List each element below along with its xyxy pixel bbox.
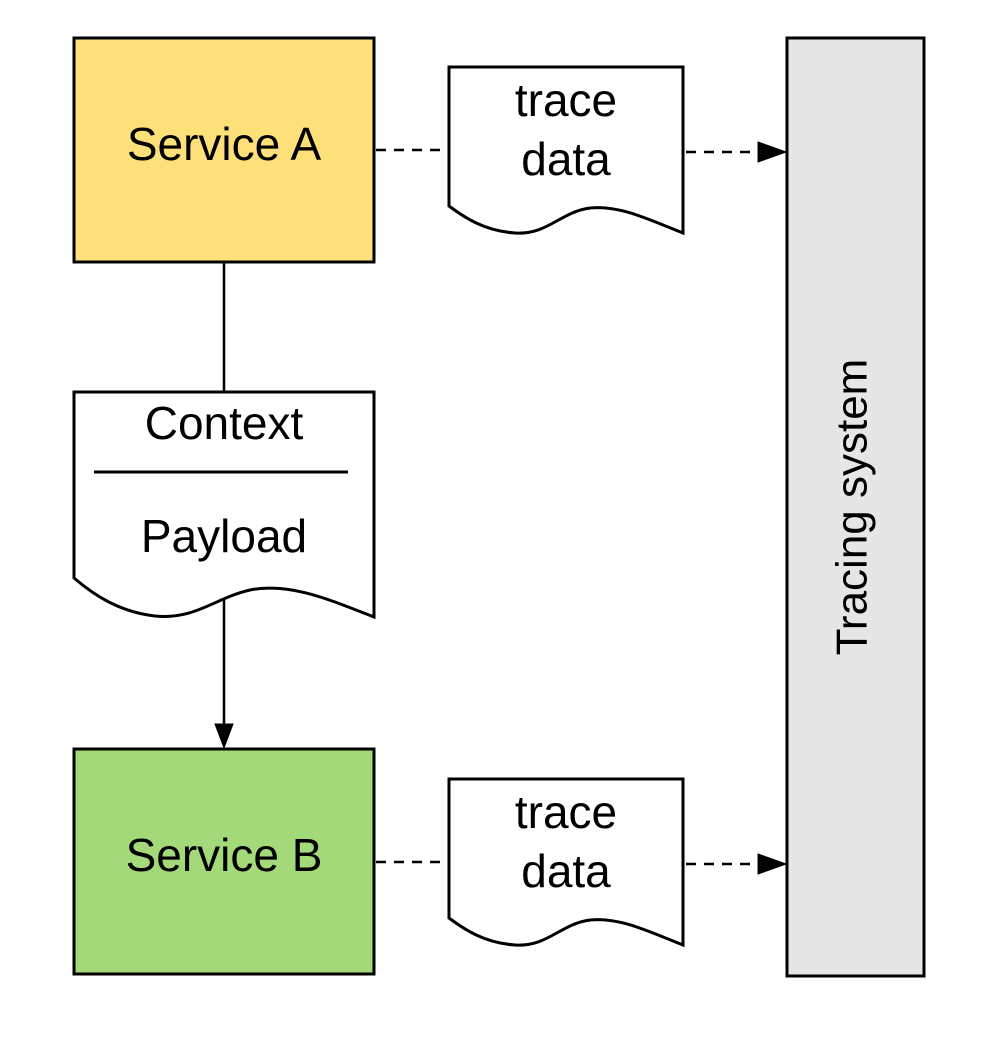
trace-data-bottom-line1: trace xyxy=(515,786,617,838)
trace-data-top-document: trace data xyxy=(447,65,685,236)
trace-top-to-tracing-system-arrowhead xyxy=(757,141,788,163)
tracing-system-box xyxy=(785,36,926,978)
trace-data-top-line2: data xyxy=(521,133,611,185)
service-a-node: Service A xyxy=(72,36,376,264)
message-document-shape xyxy=(72,390,376,620)
message-context-label: Context xyxy=(145,397,304,449)
trace-data-bottom-document: trace data xyxy=(447,777,685,948)
message-payload-label: Payload xyxy=(141,510,307,562)
message-to-service-b-arrowhead xyxy=(214,723,234,750)
tracing-system-node: Tracing system xyxy=(785,36,926,978)
service-b-node: Service B xyxy=(72,747,376,976)
service-a-label: Service A xyxy=(127,118,322,170)
trace-data-bottom-shape xyxy=(447,777,685,948)
message-document: Context Payload xyxy=(72,390,376,620)
service-a-box xyxy=(72,36,376,264)
trace-data-bottom-line2: data xyxy=(521,845,611,897)
trace-data-top-line1: trace xyxy=(515,74,617,126)
trace-data-top-shape xyxy=(447,65,685,236)
tracing-system-label: Tracing system xyxy=(828,359,877,656)
trace-bottom-to-tracing-system-arrowhead xyxy=(757,853,788,875)
service-b-label: Service B xyxy=(126,829,323,881)
